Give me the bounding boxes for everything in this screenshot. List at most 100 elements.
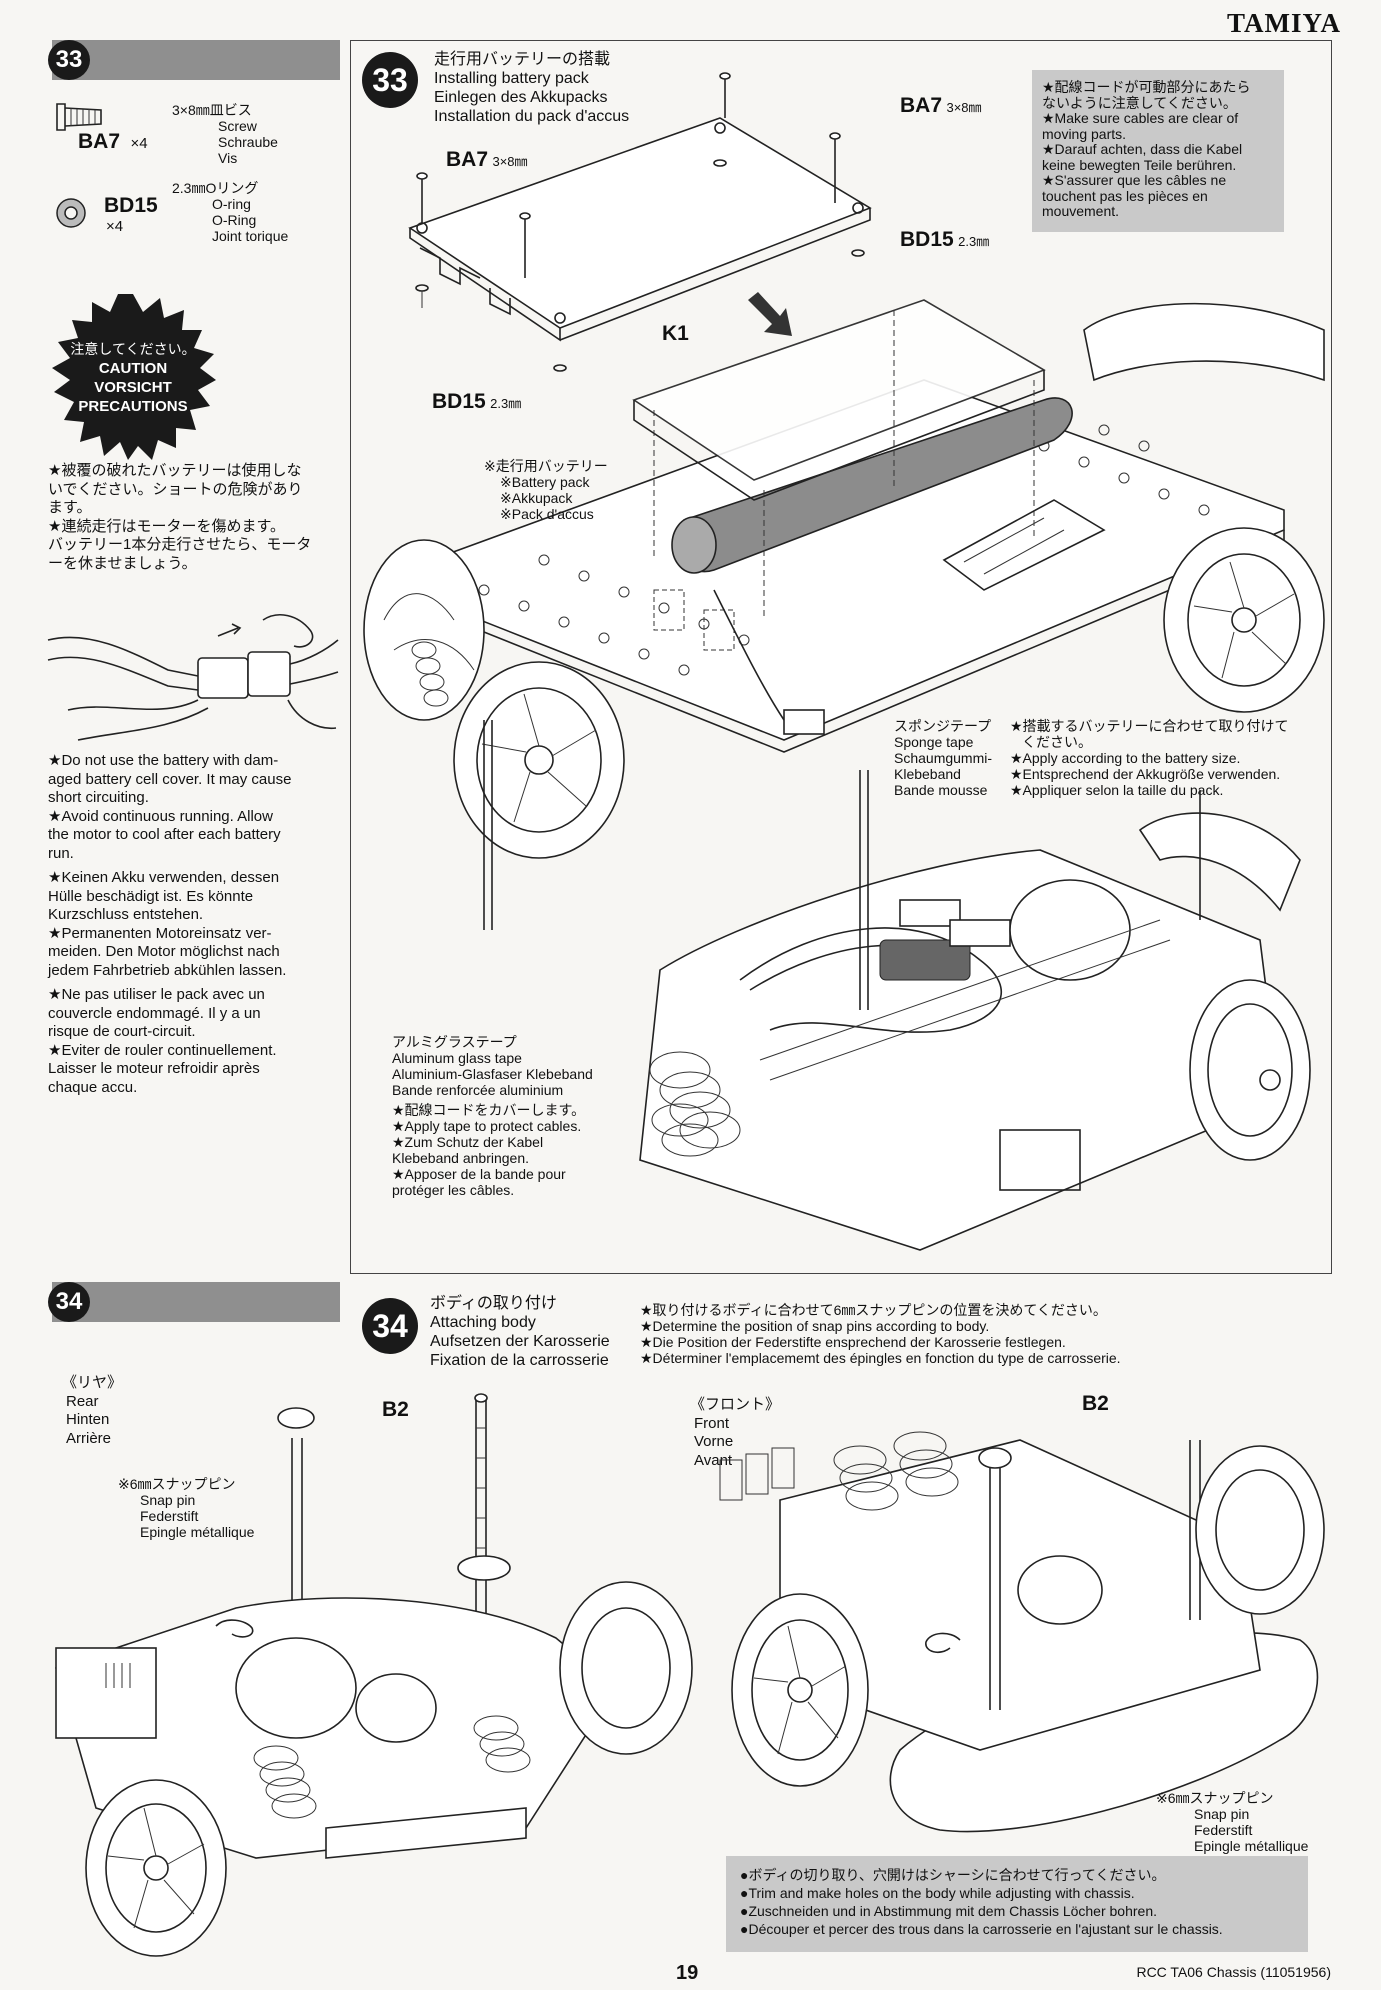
caution-line: Hülle beschädigt ist. Es könnte <box>48 887 254 905</box>
caution-line: ★Keinen Akku verwenden, dessen <box>48 869 280 886</box>
step-33-badge: 33 <box>48 40 90 80</box>
part-size: 3×8㎜ <box>946 100 982 115</box>
label-line: Schaumgummi- <box>894 750 993 766</box>
battery-connector-illustration <box>47 614 339 741</box>
title-fr: Installation du pack d'accus <box>434 108 630 125</box>
part-code: BD15 <box>432 390 486 413</box>
label-line: Epingle métallique <box>140 1524 255 1540</box>
desc-line: Screw <box>218 118 257 134</box>
part-ba7: BA7 ×4 <box>78 130 148 154</box>
title-en: Attaching body <box>430 1314 536 1331</box>
snap-pin-label-right: ※6㎜スナップピン Snap pin Federstift Epingle mé… <box>1156 1790 1308 1854</box>
note-line: ★Déterminer l'emplacememt des épingles e… <box>640 1350 1121 1366</box>
caution-line: chaque accu. <box>48 1078 138 1096</box>
caution-line: ★連続走行はモーターを傷めます。 <box>48 517 285 535</box>
note-line: ●Découper et percer des trous dans la ca… <box>740 1921 1223 1937</box>
note-line: ★搭載するバッテリーに合わせて取り付けて <box>1010 718 1289 734</box>
part-ba7-desc: 3×8㎜皿ビス Screw Schraube Vis <box>172 102 278 166</box>
step-34-header-bar: 34 <box>48 1282 340 1322</box>
label-line: Arrière <box>66 1429 112 1447</box>
note-line: ★配線コードをカバーします。 <box>392 1102 586 1118</box>
label-line: ※6㎜スナップピン <box>118 1476 236 1492</box>
caution-line: short circuiting. <box>48 789 149 806</box>
arrow-down-icon <box>748 292 792 336</box>
sponge-tape-label: スポンジテープ Sponge tape Schaumgummi- Klebeba… <box>894 718 992 798</box>
aluminum-tape-note: ★配線コードをカバーします。 ★Apply tape to protect ca… <box>392 1102 585 1198</box>
step-34-note: ★取り付けるボディに合わせて6㎜スナップピンの位置を決めてください。 ★Dete… <box>640 1302 1121 1366</box>
note-line: ★Apposer de la bande pour <box>392 1166 566 1182</box>
note-line: ★Determine the position of snap pins acc… <box>640 1318 990 1334</box>
caution-text-multilang: ★Do not use the battery with dam- aged b… <box>48 752 330 1097</box>
callout-k1: K1 <box>662 322 689 345</box>
caution-line: aged battery cell cover. It may cause <box>48 770 292 788</box>
label-line: Aluminum glass tape <box>392 1050 522 1066</box>
caution-line: jedem Fahrbetrieb abkühlen lassen. <box>48 961 287 979</box>
part-qty: ×4 <box>130 135 148 152</box>
callout-b2-right: B2 <box>1082 1392 1109 1415</box>
note-line: mouvement. <box>1042 203 1120 219</box>
caution-line: run. <box>48 844 74 862</box>
note-line: ●Zuschneiden und in Abstimmung mit dem C… <box>740 1903 1158 1919</box>
label-line: ※走行用バッテリー <box>484 458 608 474</box>
part-qty: ×4 <box>106 218 124 235</box>
note-line: ★Apply tape to protect cables. <box>392 1118 582 1134</box>
label-line: ※Battery pack <box>500 474 590 490</box>
part-size: 2.3㎜ <box>490 396 522 411</box>
rear-label: 《リヤ》 Rear Hinten Arrière <box>62 1374 122 1448</box>
caution-badge-text: 注意してください。 CAUTION VORSICHT PRECAUTIONS <box>60 340 206 416</box>
caution-line: Laisser le moteur refroidir après <box>48 1060 260 1077</box>
note-line: ★Die Position der Federstifte ensprechen… <box>640 1334 1066 1350</box>
part-size: 3×8㎜ <box>492 154 528 169</box>
note-line: ★Make sure cables are clear of <box>1042 110 1239 126</box>
body-trim-note-box: ●ボディの切り取り、穴開けはシャーシに合わせて行ってください。 ●Trim an… <box>726 1856 1308 1952</box>
caution-line: ★Avoid continuous running. Allow <box>48 807 273 825</box>
sponge-tape-note: ★搭載するバッテリーに合わせて取り付けて ください。 ★Apply accord… <box>1010 718 1289 798</box>
step-33-frame <box>350 40 1332 1274</box>
caution-line: ーを休ませましょう。 <box>48 554 197 572</box>
label-line: Avant <box>694 1451 733 1469</box>
label-line: Federstift <box>1194 1822 1253 1838</box>
o-ring-icon <box>56 198 86 228</box>
rear-chassis-drawing <box>55 1393 693 1957</box>
caution-line: ★被覆の破れたバッテリーは使用しな <box>48 462 302 479</box>
note-line: ★Apply according to the battery size. <box>1010 750 1241 766</box>
title-de: Aufsetzen der Karosserie <box>430 1333 610 1350</box>
callout-b2-left: B2 <box>382 1398 409 1421</box>
note-line: ください。 <box>1022 734 1092 750</box>
label-line: ※6㎜スナップピン <box>1156 1790 1274 1806</box>
callout-ba7-left: BA7 3×8㎜ <box>446 148 528 172</box>
title-en: Installing battery pack <box>434 70 589 87</box>
label-line: Snap pin <box>1194 1806 1250 1822</box>
label-line: アルミグラステープ <box>392 1034 517 1050</box>
part-code: BD15 <box>900 228 954 251</box>
label-line: Bande renforcée aluminium <box>392 1082 564 1098</box>
caution-line: the motor to cool after each battery <box>48 826 281 843</box>
part-size: 2.3㎜ <box>958 234 990 249</box>
label-line: Aluminium-Glasfaser Klebeband <box>392 1066 593 1082</box>
desc-line: O-Ring <box>212 212 257 228</box>
brand-logo: TAMIYA <box>1226 8 1341 38</box>
desc-line: Vis <box>218 150 238 166</box>
page-number: 19 <box>676 1962 699 1984</box>
note-line: ●Trim and make holes on the body while a… <box>740 1885 1135 1901</box>
caution-line: risque de court-circuit. <box>48 1023 196 1040</box>
callout-ba7-right: BA7 3×8㎜ <box>900 94 982 118</box>
part-bd15-desc: 2.3㎜Oリング O-ring O-Ring Joint torique <box>172 180 288 244</box>
note-line: ★取り付けるボディに合わせて6㎜スナップピンの位置を決めてください。 <box>640 1302 1107 1318</box>
note-line: keine bewegten Teile berühren. <box>1042 156 1237 173</box>
part-bd15: BD15 ×4 <box>104 194 158 235</box>
note-line: ★Zum Schutz der Kabel <box>392 1134 544 1150</box>
desc-line: Joint torique <box>212 228 289 244</box>
label-line: ※Pack d'accus <box>500 506 594 522</box>
note-line: moving parts. <box>1042 125 1127 142</box>
title-jp: ボディの取り付け <box>430 1295 557 1312</box>
label-line: Bande mousse <box>894 782 988 798</box>
label-line: Vorne <box>694 1433 734 1450</box>
caution-text-jp: ★被覆の破れたバッテリーは使用しな いでください。ショートの危険があり ます。 … <box>48 462 338 573</box>
note-line: ★Darauf achten, dass die Kabel <box>1042 141 1243 157</box>
title-jp: 走行用バッテリーの搭載 <box>434 51 611 68</box>
label-line: スポンジテープ <box>894 718 992 734</box>
desc-line: 3×8㎜皿ビス <box>172 102 252 118</box>
label-line: Hinten <box>66 1411 110 1428</box>
document-title: RCC TA06 Chassis (11051956) <box>1136 1964 1331 1980</box>
